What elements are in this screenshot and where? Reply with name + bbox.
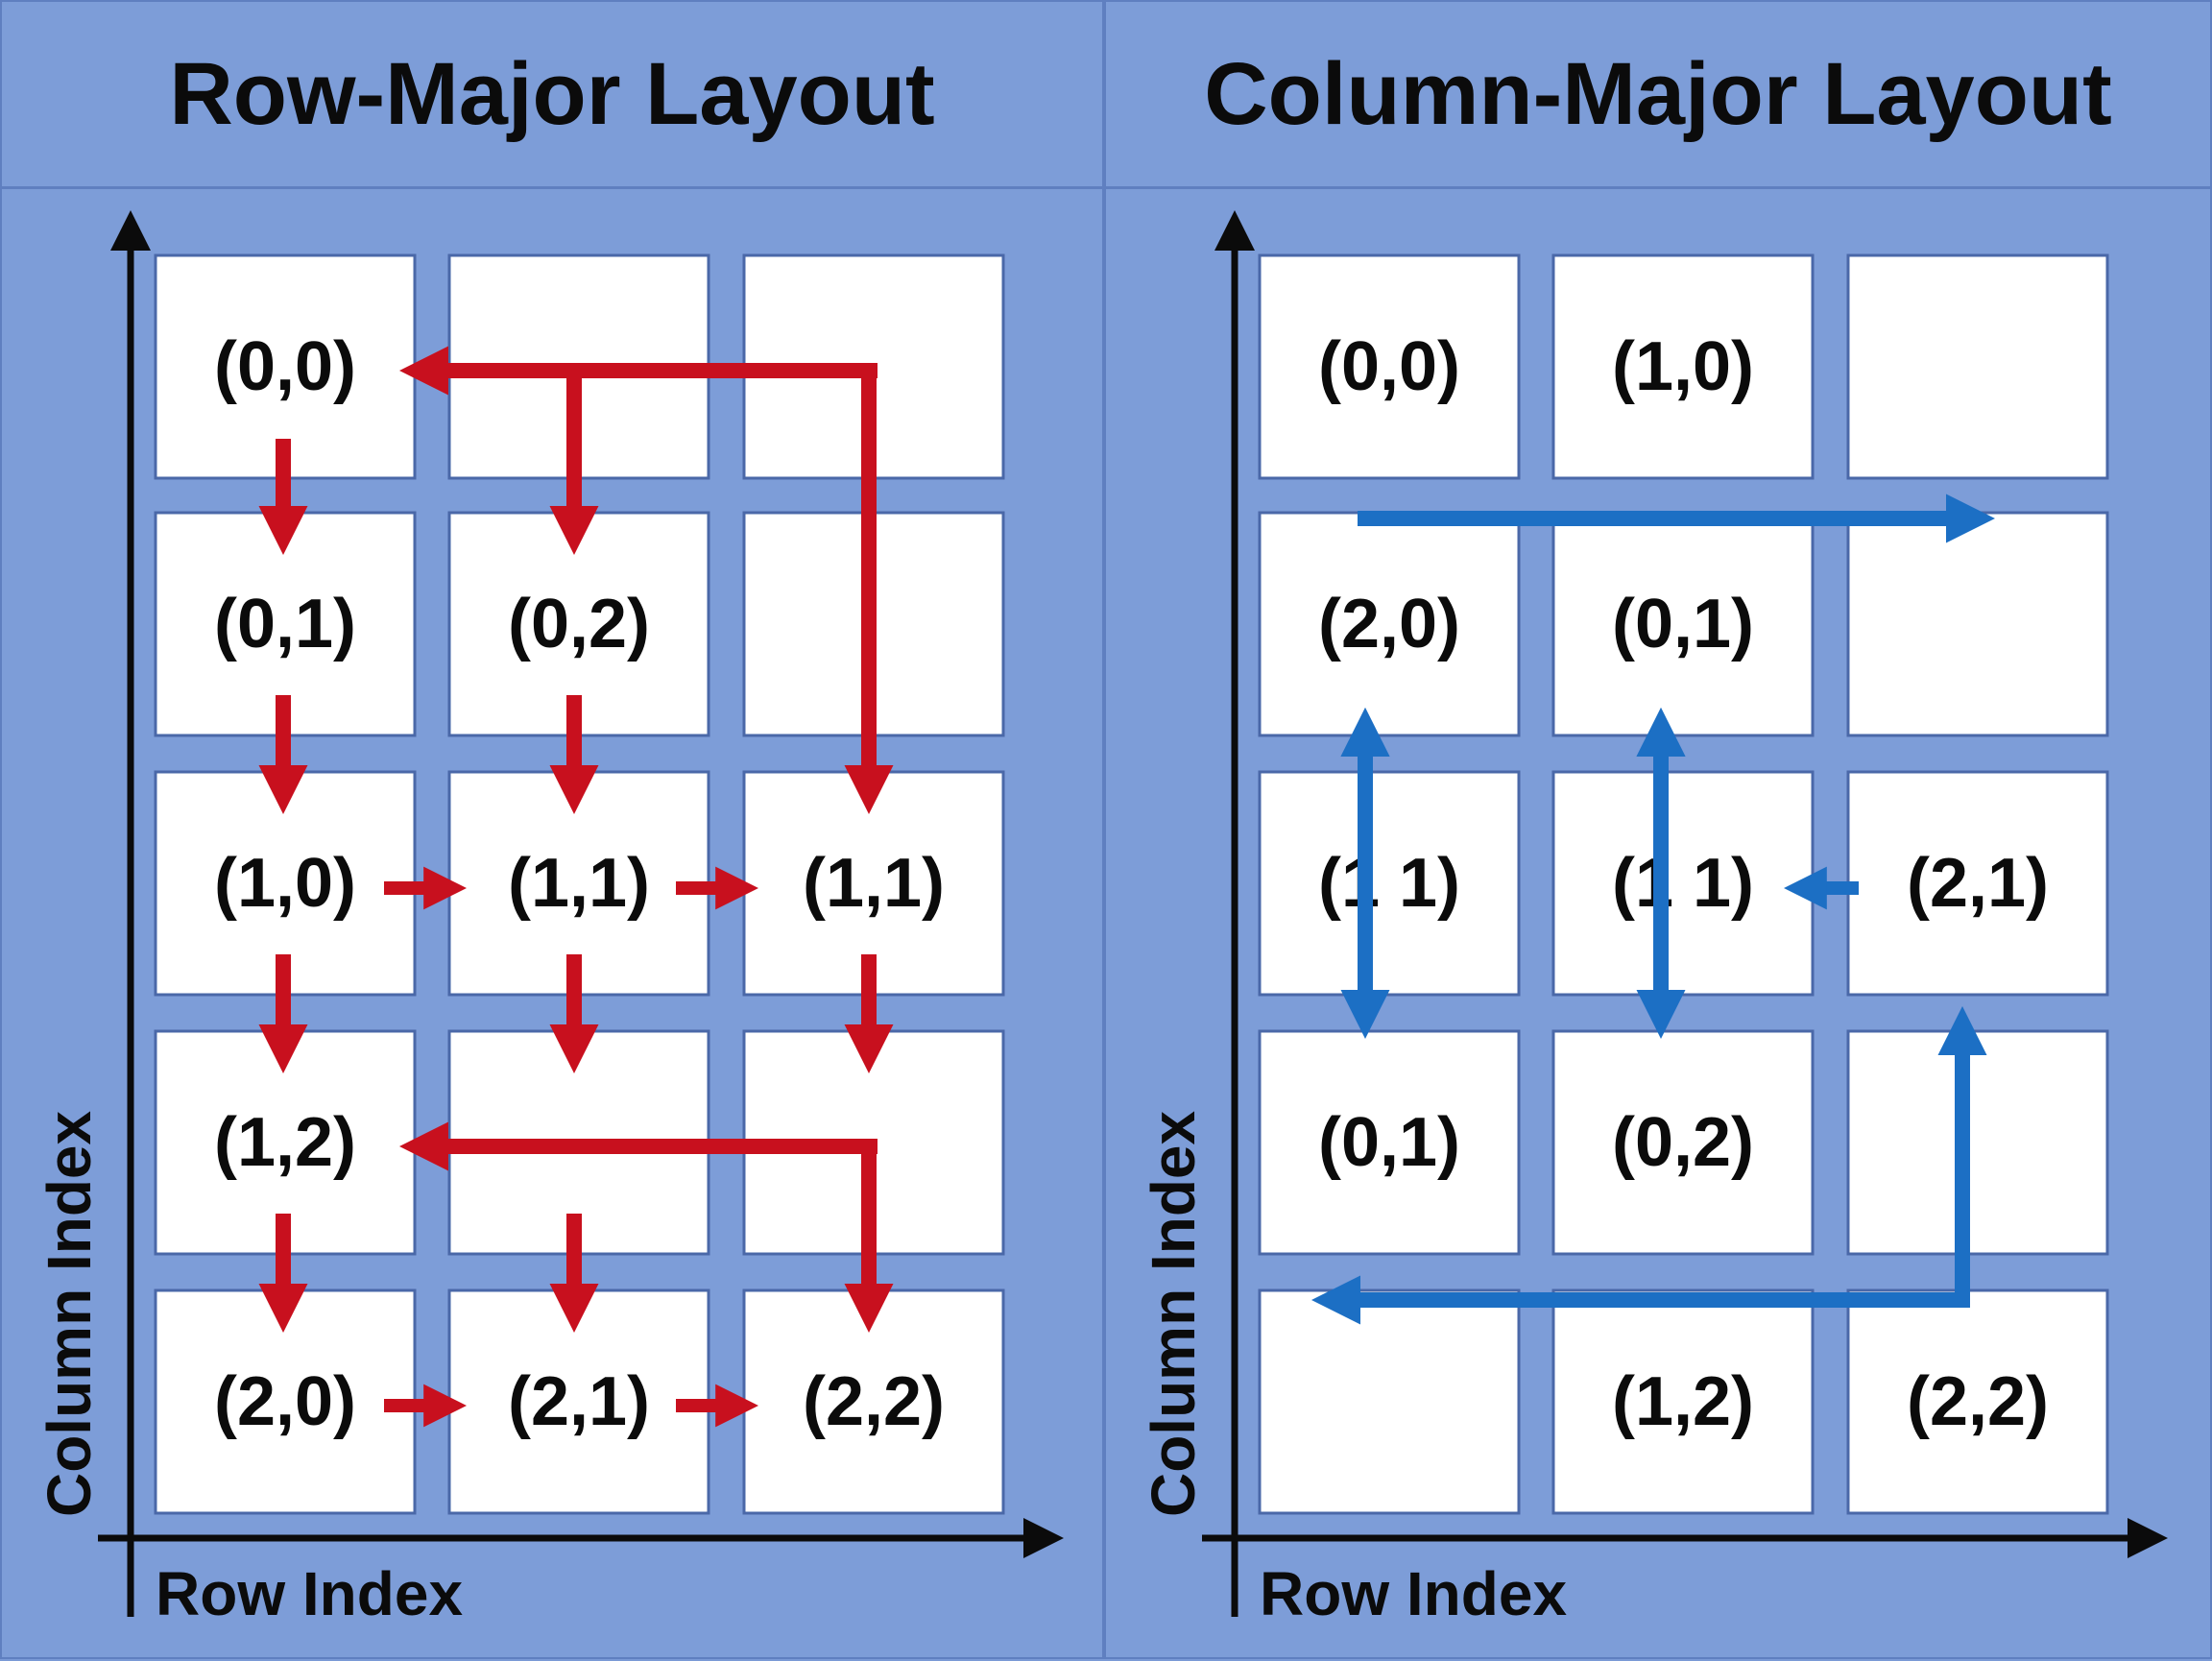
grid-cell [1846, 511, 2109, 737]
cell-label: (1,0) [214, 845, 356, 922]
cell-label: (2,1) [508, 1363, 650, 1440]
x-axis-label: Row Index [1260, 1559, 1567, 1628]
grid-cell [1846, 253, 2109, 480]
column-major-grid: Row Index Column Index (0,0) (1,0) (2,0) (0,1… [1139, 210, 2168, 1628]
cell-box [1551, 1029, 1815, 1256]
grid-cell: (1,2) [1551, 1288, 1815, 1515]
column-major-title-bar: Column-Major Layout [1106, 2, 2210, 189]
x-axis-label: Row Index [156, 1559, 463, 1628]
cell-label: (2,1) [1907, 845, 2049, 922]
cell-label: (0,2) [1612, 1104, 1754, 1181]
cell-box [1258, 1029, 1521, 1256]
grid-cell: (0,0) [154, 253, 417, 480]
cell-label: (1 1) [1612, 845, 1754, 922]
cell-label: (1 1) [1318, 845, 1460, 922]
grid-cell: (1,0) [1551, 253, 1815, 480]
grid-cell: (0,0) [1258, 253, 1521, 480]
cell-box [1258, 253, 1521, 480]
grid-cell: (0,1) [1258, 1029, 1521, 1256]
grid-cell: (2,1) [1846, 770, 2109, 997]
row-major-title-bar: Row-Major Layout [2, 2, 1102, 189]
y-axis-label: Column Index [35, 1110, 104, 1517]
grid-cell: (2,0) [154, 1288, 417, 1515]
cell-label: (2,0) [1318, 586, 1460, 662]
cell-box [1551, 1288, 1815, 1515]
cell-label: (1,1) [508, 845, 650, 922]
cell-box [1846, 1288, 2109, 1515]
grid-cell [1258, 1288, 1521, 1515]
cell-label: (0,2) [508, 586, 650, 662]
cell-label: (1,2) [1612, 1363, 1754, 1440]
grid-cell: (0,1) [1551, 511, 1815, 737]
row-major-panel: Row-Major Layout Row Index Column Index (0… [0, 0, 1104, 1659]
grid-cell: (2,0) [1258, 511, 1521, 737]
column-major-panel: Column-Major Layout Row Index Column Inde… [1104, 0, 2212, 1659]
cell-box [1258, 1288, 1521, 1515]
cell-box [1846, 511, 2109, 737]
cell-box [1551, 253, 1815, 480]
cell-label: (1,2) [214, 1104, 356, 1181]
cell-label: (2,2) [803, 1363, 945, 1440]
column-major-title: Column-Major Layout [1204, 44, 2112, 143]
row-major-grid: Row Index Column Index (0,0) (0,1) (0,2) (1,0… [35, 210, 1064, 1628]
cell-box [1846, 770, 2109, 997]
cell-label: (1,1) [803, 845, 945, 922]
cell-label: (0,0) [1318, 328, 1460, 405]
cell-label: (2,0) [214, 1363, 356, 1440]
cell-label: (0,1) [214, 586, 356, 662]
y-axis-label: Column Index [1139, 1110, 1208, 1517]
cell-label: (2,2) [1907, 1363, 2049, 1440]
grid-cell: (0,2) [1551, 1029, 1815, 1256]
cell-box [1846, 1029, 2109, 1256]
cell-box [1258, 511, 1521, 737]
grid-cell: (1 1) [1551, 770, 1815, 997]
cell-label: (0,0) [214, 328, 356, 405]
cell-box [1846, 253, 2109, 480]
grid-cell: (2,1) [447, 1288, 710, 1515]
cell-label: (1,0) [1612, 328, 1754, 405]
row-major-title: Row-Major Layout [169, 44, 935, 143]
grid-cell: (2,2) [742, 1288, 1005, 1515]
grid-cell: (1 1) [1258, 770, 1521, 997]
grid-cell [1846, 1029, 2109, 1256]
grid-cell: (2,2) [1846, 1288, 2109, 1515]
cell-label: (0,1) [1318, 1104, 1460, 1181]
cell-label: (0,1) [1612, 586, 1754, 662]
